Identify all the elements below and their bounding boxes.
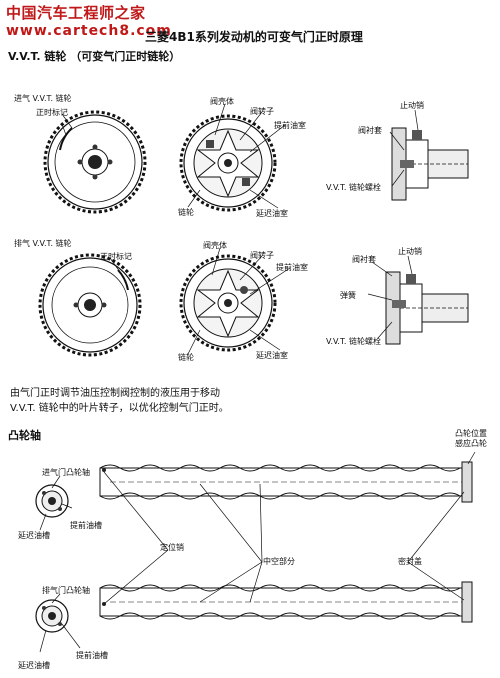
vvt-description-line-1: 由气门正时调节油压控制阀控制的液压用于移动 [10,388,220,399]
exhaust-spring-label: 弹簧 [340,291,356,300]
exhaust-sprocket-front-drawing [38,253,142,357]
intake-stopper-pin-label: 止动销 [400,101,424,110]
camshaft-section-heading: 凸轮轴 [8,429,41,442]
exhaust-housing-label: 阀壳体 [203,241,227,250]
intake-cam-end-view [35,484,69,518]
intake-advance-groove-label: 提前油槽 [70,521,102,530]
exhaust-advance-chamber-label: 提前油室 [276,263,308,272]
intake-rotor-label: 阀转子 [250,107,274,116]
seal-cap-label: 密封盖 [398,557,422,566]
exhaust-sprocket-label: 链轮 [178,353,194,362]
vvt-description-line-2: V.V.T. 链轮中的叶片转子，以优化控制气门正时。 [10,403,229,414]
exhaust-retard-groove-label: 延迟油槽 [18,661,50,670]
intake-housing-label: 阀壳体 [210,97,234,106]
page-title: 三菱4B1系列发动机的可变气门正时原理 [145,30,363,44]
vvt-leader-lines [61,103,419,355]
exhaust-camshaft-drawing [99,581,473,623]
exhaust-stopper-pin-label: 止动销 [398,247,422,256]
intake-retard-chamber-label: 延迟油室 [256,209,288,218]
cam-position-sensor-label-line-2: 感应凸轮 [455,439,487,448]
exhaust-advance-groove-label: 提前油槽 [76,651,108,660]
intake-sprocket-front-drawing [43,110,147,214]
exhaust-sprocket-section-drawing [385,271,469,345]
intake-valve-sleeve-label: 阀衬套 [358,126,382,135]
exhaust-retard-chamber-label: 延迟油室 [256,351,288,360]
cam-position-sensor-label-line-1: 凸轮位置 [455,429,487,438]
site-logo-text: 中国汽车工程师之家 [6,4,146,22]
intake-sprocket-label: 链轮 [178,208,194,217]
intake-sprocket-internal-drawing [179,114,277,212]
exhaust-valve-sleeve-label: 阀衬套 [352,255,376,264]
intake-vvt-sprocket-label: 进气 V.V.T. 链轮 [14,94,72,103]
vvt-section-heading: V.V.T. 链轮 （可变气门正时链轮） [8,50,181,63]
exhaust-bolt-label: V.V.T. 链轮螺栓 [326,337,381,346]
intake-camshaft-drawing [99,461,473,503]
intake-bolt-label: V.V.T. 链轮螺栓 [326,183,381,192]
exhaust-sprocket-internal-drawing [179,254,277,352]
intake-timing-mark-label: 正时标记 [36,108,68,117]
intake-camshaft-label: 进气门凸轮轴 [42,468,90,477]
exhaust-timing-mark-label: 正时标记 [100,252,132,261]
exhaust-vvt-sprocket-label: 排气 V.V.T. 链轮 [14,239,72,248]
intake-advance-chamber-label: 提前油室 [274,121,306,130]
exhaust-camshaft-label: 排气门凸轮轴 [42,586,90,595]
hollow-part-label: 中空部分 [263,557,295,566]
exhaust-cam-end-view [35,599,69,633]
intake-sprocket-section-drawing [391,127,469,201]
intake-retard-groove-label: 延迟油槽 [18,531,50,540]
locating-pin-label: 定位销 [160,543,184,552]
exhaust-rotor-label: 阀转子 [250,251,274,260]
site-url-watermark: www.cartech8.com [6,23,172,39]
vvt-description: 由气门正时调节油压控制阀控制的液压用于移动 V.V.T. 链轮中的叶片转子，以优… [10,386,370,416]
camshaft-leader-lines [39,451,476,653]
